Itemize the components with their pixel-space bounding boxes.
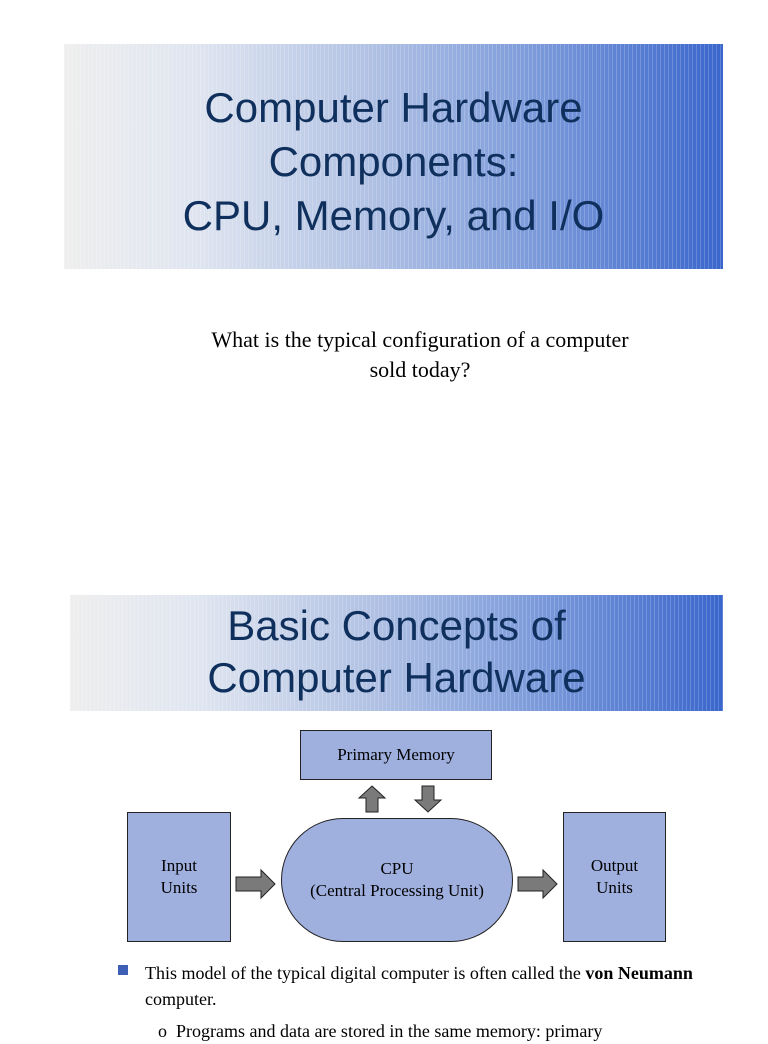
input-units-box: Input Units: [127, 812, 231, 942]
cpu-label: CPU: [380, 859, 414, 878]
slide1-question: What is the typical configuration of a c…: [150, 325, 690, 385]
slide2-title-line: Computer Hardware: [207, 654, 586, 701]
slide1-title: Computer Hardware Components: CPU, Memor…: [64, 81, 723, 243]
slide2-title: Basic Concepts of Computer Hardware: [70, 600, 723, 704]
slide1-title-line: CPU, Memory, and I/O: [182, 192, 605, 239]
square-bullet-icon: [118, 965, 128, 975]
slide2-title-line: Basic Concepts of: [227, 602, 566, 649]
sub-bullet-text: Programs and data are stored in the same…: [176, 1021, 603, 1041]
slide1-title-line: Computer Hardware: [204, 84, 583, 131]
down-arrow-icon: [413, 785, 443, 813]
right-arrow-icon: [235, 868, 276, 900]
up-arrow-icon: [357, 785, 387, 813]
question-line: sold today?: [369, 357, 471, 382]
right-arrow-icon: [517, 868, 558, 900]
cpu-box: CPU (Central Processing Unit): [281, 818, 513, 942]
bullet-bold-text: von Neumann: [585, 963, 693, 983]
bullet-text-end: computer.: [145, 989, 217, 1009]
bullet-text: This model of the typical digital comput…: [145, 963, 586, 983]
output-units-label: Output: [590, 856, 639, 875]
list-item: This model of the typical digital comput…: [118, 960, 718, 1012]
circle-bullet-icon: o: [158, 1021, 167, 1041]
cpu-label: (Central Processing Unit): [310, 881, 484, 900]
output-units-label: Units: [596, 878, 633, 897]
slide1-title-line: Components:: [268, 138, 519, 185]
input-units-label: Input: [161, 856, 197, 875]
question-line: What is the typical configuration of a c…: [211, 327, 629, 352]
primary-memory-box: Primary Memory: [300, 730, 492, 780]
bullet-list: This model of the typical digital comput…: [118, 960, 718, 1044]
slide2-title-banner: Basic Concepts of Computer Hardware: [70, 595, 723, 711]
input-units-label: Units: [160, 878, 198, 897]
list-item: o Programs and data are stored in the sa…: [118, 1018, 718, 1044]
primary-memory-label: Primary Memory: [337, 745, 455, 764]
output-units-box: Output Units: [563, 812, 666, 942]
slide1-title-banner: Computer Hardware Components: CPU, Memor…: [64, 44, 723, 269]
